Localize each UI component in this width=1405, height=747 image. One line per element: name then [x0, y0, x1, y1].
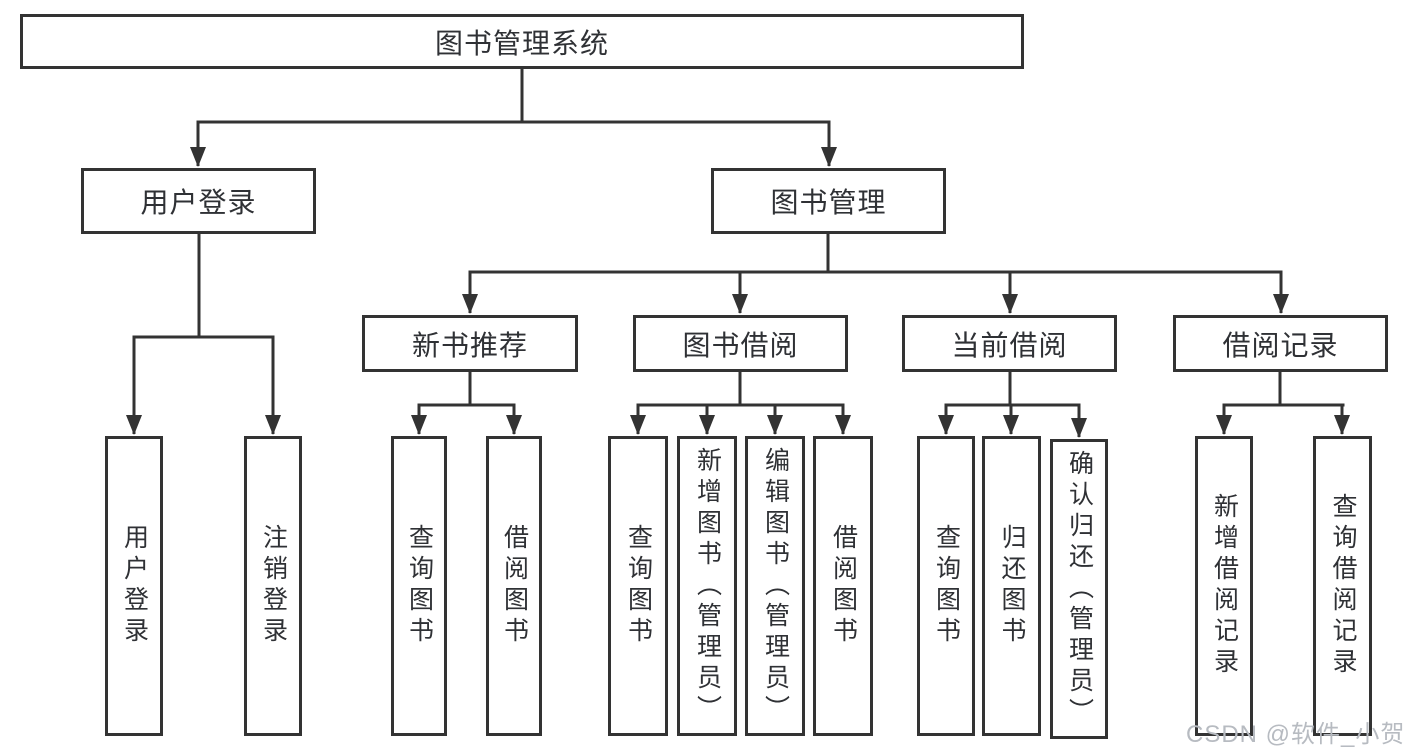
node-book-borrowing: 图书借阅 — [633, 315, 848, 372]
leaf-borrow-books-borrowing-label: 借阅图书 — [829, 524, 858, 648]
node-library-system-label: 图书管理系统 — [434, 27, 609, 59]
leaf-add-borrow-record-label: 新增借阅记录 — [1210, 493, 1239, 679]
leaf-query-books-current: 查询图书 — [917, 436, 975, 736]
node-borrowing-records: 借阅记录 — [1173, 315, 1388, 372]
node-book-management: 图书管理 — [711, 168, 946, 234]
node-current-borrowing: 当前借阅 — [902, 315, 1117, 372]
leaf-borrow-books-recommend: 借阅图书 — [486, 436, 542, 736]
leaf-logout-login: 注销登录 — [244, 436, 302, 736]
leaf-borrow-books-recommend-label: 借阅图书 — [500, 524, 529, 648]
leaf-add-books-admin: 新增图书（管理员） — [677, 436, 737, 736]
node-book-borrowing-label: 图书借阅 — [682, 329, 799, 361]
leaf-logout-login-label: 注销登录 — [259, 524, 288, 648]
node-current-borrowing-label: 当前借阅 — [951, 329, 1068, 361]
node-user-login: 用户登录 — [81, 168, 316, 234]
node-borrowing-records-label: 借阅记录 — [1222, 329, 1339, 361]
leaf-return-books-label: 归还图书 — [998, 524, 1026, 648]
leaf-query-borrow-record: 查询借阅记录 — [1313, 436, 1372, 736]
leaf-user-login: 用户登录 — [105, 436, 163, 736]
node-user-login-label: 用户登录 — [140, 187, 257, 218]
node-library-system: 图书管理系统 — [20, 14, 1024, 69]
leaf-query-books-borrowing: 查询图书 — [608, 436, 668, 736]
leaf-add-books-admin-label: 新增图书（管理员） — [693, 446, 722, 726]
leaf-add-borrow-record: 新增借阅记录 — [1195, 436, 1253, 736]
leaf-query-books-recommend-label: 查询图书 — [405, 524, 434, 648]
leaf-edit-books-admin: 编辑图书（管理员） — [745, 436, 805, 736]
node-new-book-recommendation: 新书推荐 — [362, 315, 578, 372]
leaf-query-books-borrowing-label: 查询图书 — [624, 524, 653, 648]
node-book-management-label: 图书管理 — [770, 187, 887, 218]
leaf-query-books-recommend: 查询图书 — [391, 436, 447, 736]
csdn-watermark: CSDN @软件_小贺同学 — [1186, 721, 1405, 747]
leaf-edit-books-admin-label: 编辑图书（管理员） — [761, 446, 790, 726]
leaf-return-books: 归还图书 — [982, 436, 1041, 736]
leaf-borrow-books-borrowing: 借阅图书 — [813, 436, 873, 736]
leaf-user-login-label: 用户登录 — [120, 524, 149, 648]
leaf-confirm-return-admin: 确认归还（管理员） — [1050, 439, 1108, 739]
leaf-query-books-current-label: 查询图书 — [932, 524, 961, 648]
leaf-query-borrow-record-label: 查询借阅记录 — [1329, 493, 1357, 679]
leaf-confirm-return-admin-label: 确认归还（管理员） — [1065, 449, 1094, 729]
node-new-book-recommendation-label: 新书推荐 — [411, 329, 528, 361]
